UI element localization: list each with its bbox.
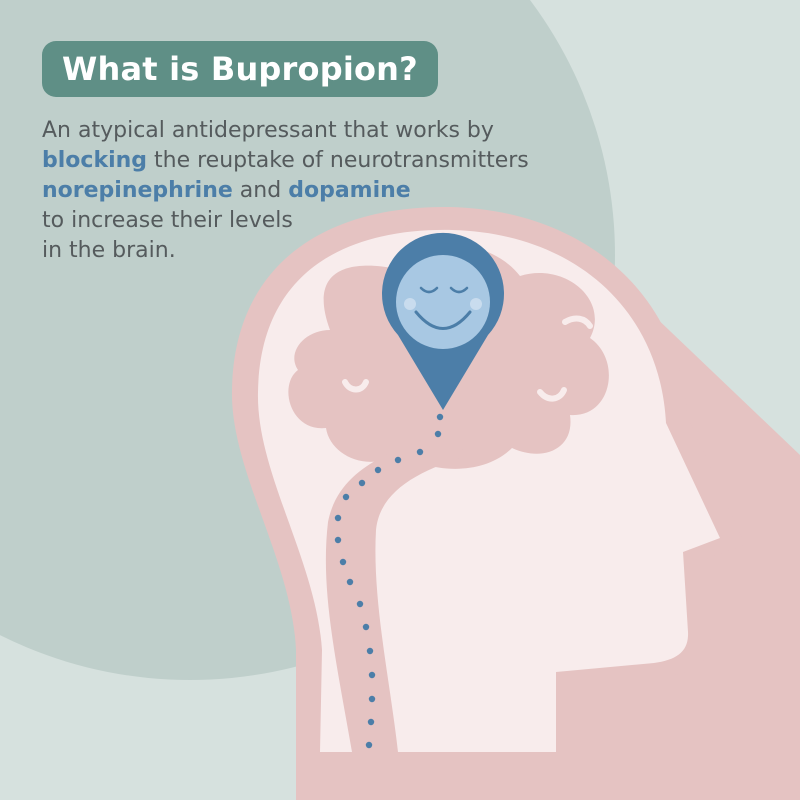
highlight-dopamine: dopamine xyxy=(288,178,411,203)
page-title: What is Bupropion? xyxy=(42,41,438,97)
description-line-3: norepinephrine and dopamine xyxy=(42,176,562,206)
smiling-face-icon xyxy=(396,255,490,349)
title-text: What is Bupropion? xyxy=(62,50,418,88)
dotted-path xyxy=(334,413,444,749)
description-line-4: to increase their levels xyxy=(42,208,293,233)
description-line-2-rest: the reuptake of neurotransmitters xyxy=(147,148,529,173)
description: An atypical antidepressant that works by… xyxy=(42,116,562,266)
highlight-norepinephrine: norepinephrine xyxy=(42,178,233,203)
description-line-1: An atypical antidepressant that works by xyxy=(42,118,494,143)
description-line-2: blocking the reuptake of neurotransmitte… xyxy=(42,146,562,176)
description-line-3-mid: and xyxy=(232,178,289,203)
description-line-5: in the brain. xyxy=(42,238,176,263)
location-pin-icon xyxy=(382,232,504,410)
brainstem xyxy=(325,432,470,752)
highlight-blocking: blocking xyxy=(42,148,148,173)
